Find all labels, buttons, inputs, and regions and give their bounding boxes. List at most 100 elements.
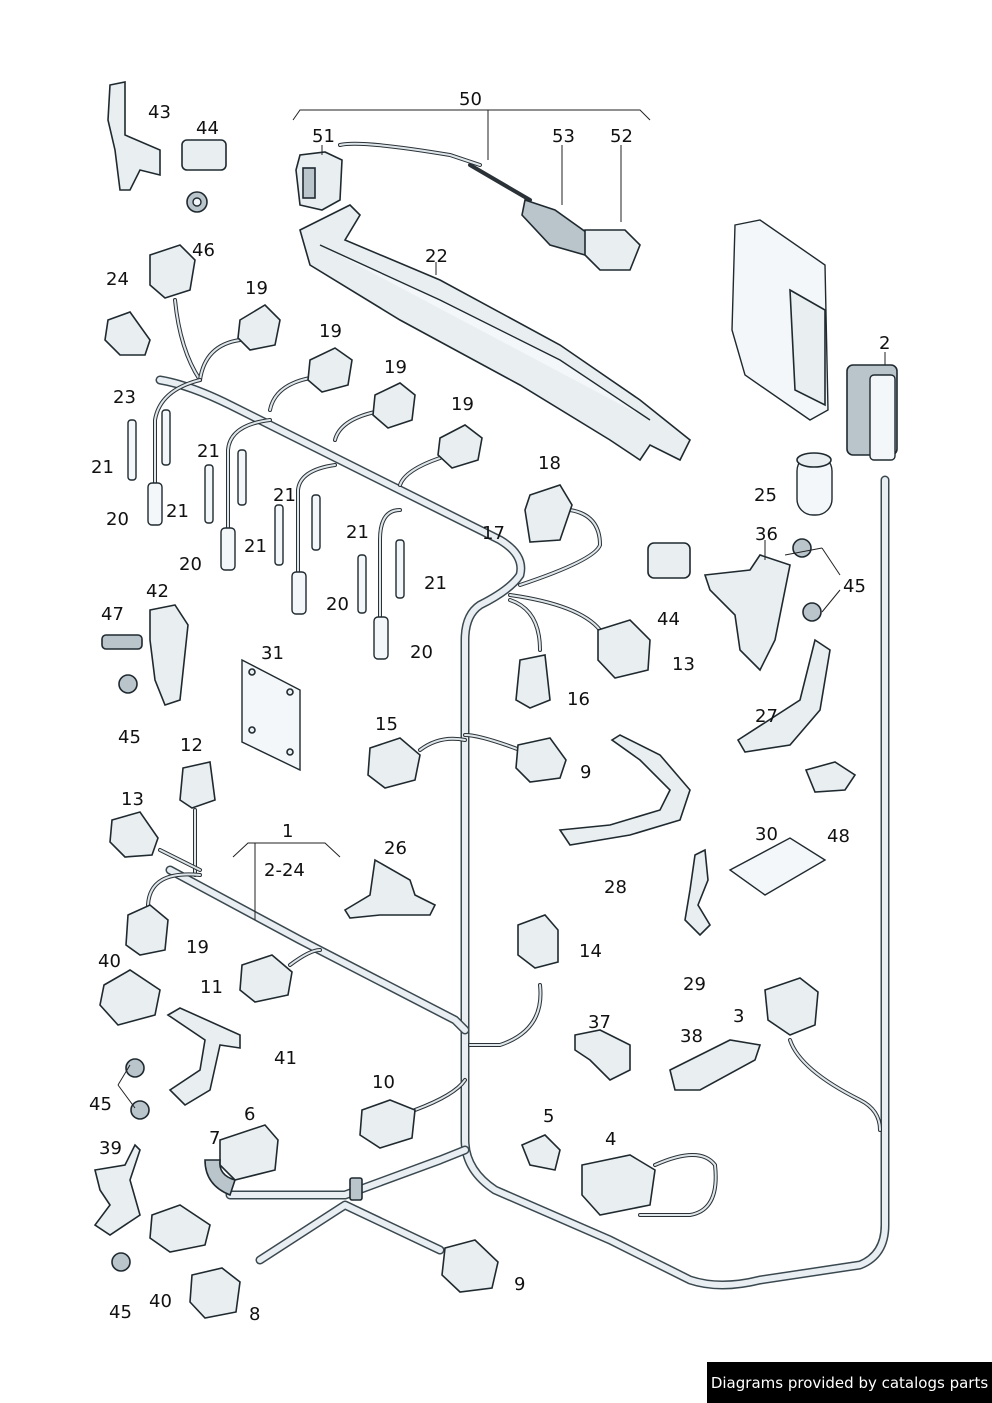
callout-2: 2 [879, 333, 890, 354]
callout-48: 48 [827, 826, 850, 847]
callout-13-left: 13 [121, 789, 144, 810]
callout-46: 46 [192, 240, 215, 261]
connector-10 [359, 1099, 416, 1149]
clip-44-top [181, 139, 227, 171]
connector-52-53 [521, 198, 641, 271]
callout-15: 15 [375, 714, 398, 735]
callout-9-lower: 9 [514, 1274, 525, 1295]
callout-31: 31 [261, 643, 284, 664]
callout-21-f: 21 [244, 536, 267, 557]
clip-29 [684, 848, 712, 937]
callout-20-a: 20 [106, 509, 129, 530]
branch-wires [146, 141, 882, 1217]
callout-37: 37 [588, 1012, 611, 1033]
control-unit [731, 219, 829, 421]
connector-6-7 [204, 1124, 279, 1197]
bracket-39 [93, 1143, 141, 1236]
connector-12 [179, 761, 216, 809]
callout-10: 10 [372, 1072, 395, 1093]
connector-3 [764, 977, 819, 1036]
callout-40-lower: 40 [149, 1291, 172, 1312]
bracket-41 [166, 1007, 241, 1107]
bracket-28 [558, 734, 691, 846]
callout-1: 1 [282, 821, 293, 842]
callout-43: 43 [148, 102, 171, 123]
connector-51 [295, 151, 343, 211]
clip-40-lower [149, 1204, 211, 1253]
callout-19-d: 19 [451, 394, 474, 415]
callout-19-b: 19 [319, 321, 342, 342]
clip-37 [574, 1029, 631, 1081]
callout-20-c: 20 [326, 594, 349, 615]
nut-46 [186, 191, 208, 213]
sensor-19-d [437, 424, 483, 469]
connector-15 [367, 737, 421, 789]
callout-16: 16 [567, 689, 590, 710]
callout-26: 26 [384, 838, 407, 859]
callout-21-g: 21 [424, 573, 447, 594]
callout-50: 50 [459, 89, 482, 110]
nuts-45-left-b [125, 1058, 150, 1120]
clip-38 [669, 1039, 762, 1091]
callout-39: 39 [99, 1138, 122, 1159]
callout-51: 51 [312, 126, 335, 147]
callout-27: 27 [755, 706, 778, 727]
callout-45-bottom: 45 [109, 1302, 132, 1323]
callout-5: 5 [543, 1106, 554, 1127]
callout-42: 42 [146, 581, 169, 602]
callout-labels: 50 51 53 52 43 44 46 24 22 19 19 19 19 2… [89, 89, 890, 1325]
plate-31 [241, 658, 301, 772]
callout-53: 53 [552, 126, 575, 147]
main-wiring-harness [155, 375, 890, 1290]
connector-24 [149, 244, 196, 299]
callout-36: 36 [755, 524, 778, 545]
connector-9-upper [515, 737, 567, 783]
connector-4 [581, 1154, 656, 1216]
callout-6: 6 [244, 1104, 255, 1125]
callout-4: 4 [605, 1129, 616, 1150]
callout-21-e: 21 [346, 522, 369, 543]
ground-stud [349, 1177, 363, 1201]
sleeves-20 [147, 482, 389, 660]
callout-29: 29 [683, 974, 706, 995]
connector-11 [239, 954, 293, 1003]
callout-9-upper: 9 [580, 762, 591, 783]
connector-13-left [109, 811, 159, 858]
callout-45-left: 45 [118, 727, 141, 748]
callout-45-right: 45 [843, 576, 866, 597]
callout-21-a: 21 [197, 441, 220, 462]
callout-18: 18 [538, 453, 561, 474]
bracket-42 [149, 604, 189, 706]
connector-2 [846, 364, 898, 461]
callout-40-upper: 40 [98, 951, 121, 972]
bracket-rail-22 [299, 204, 692, 462]
leader-lines [117, 109, 886, 1109]
bolt-47 [101, 634, 143, 650]
callout-21-c: 21 [273, 485, 296, 506]
callout-52: 52 [610, 126, 633, 147]
bracket-36 [703, 554, 791, 672]
sensor-19-b [307, 347, 353, 393]
nut-45-bottom [111, 1252, 131, 1272]
callout-17: 17 [482, 523, 505, 544]
callout-20-b: 20 [179, 554, 202, 575]
callout-20-d: 20 [410, 642, 433, 663]
nuts-45-right [792, 538, 822, 622]
bracket-43 [107, 81, 161, 191]
callout-13-right: 13 [672, 654, 695, 675]
plate-30 [728, 837, 827, 896]
callout-38: 38 [680, 1026, 703, 1047]
bracket-26 [343, 858, 437, 919]
callout-44-top: 44 [196, 118, 219, 139]
sleeve-25 [796, 452, 833, 516]
callout-14: 14 [579, 941, 602, 962]
callout-21-d: 21 [166, 501, 189, 522]
connector-8 [189, 1267, 241, 1319]
callout-8: 8 [249, 1304, 260, 1325]
connector-13-right [597, 619, 651, 679]
footer-credit: Diagrams provided by catalogs parts [707, 1362, 992, 1403]
callout-19-lower: 19 [186, 937, 209, 958]
connector-16 [515, 654, 551, 709]
callout-12: 12 [180, 735, 203, 756]
